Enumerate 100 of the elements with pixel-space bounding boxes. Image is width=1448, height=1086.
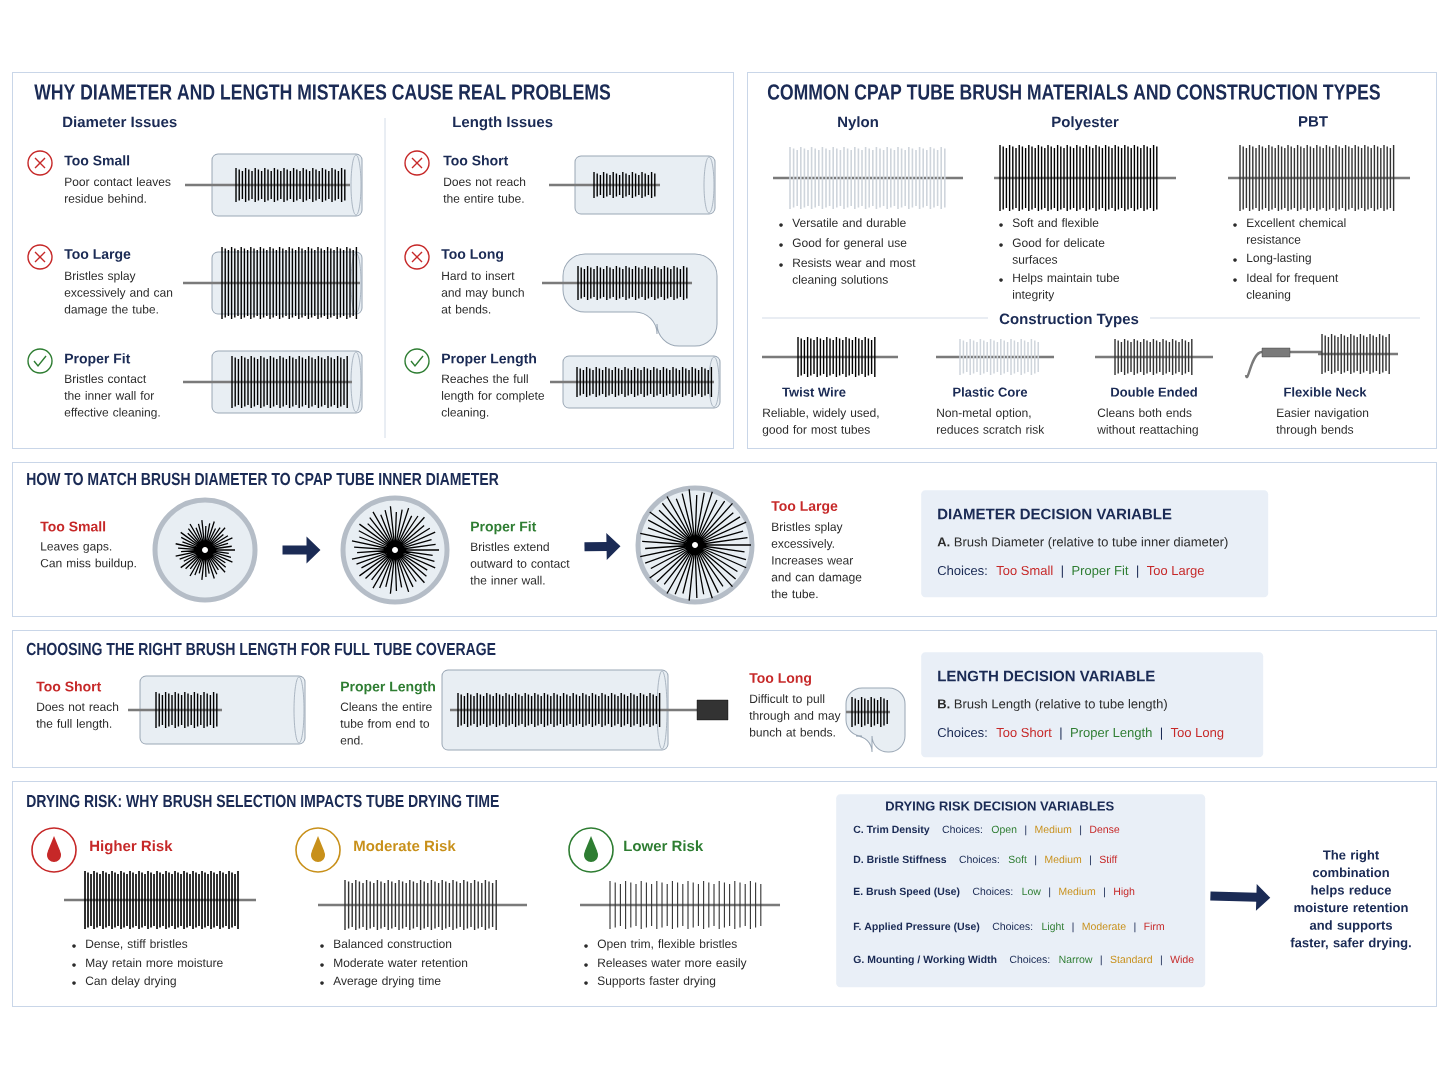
description-text: Does not reach the entire tube. <box>443 177 526 203</box>
description-text: Easier navigation through bends <box>1276 408 1369 437</box>
separator: | <box>1049 887 1051 898</box>
choices-label: Choices: <box>959 855 999 864</box>
description-text: Difficult to pull through and may bunch at bends. <box>749 694 841 737</box>
item-title: Proper Length <box>442 353 536 367</box>
bullet-item: Can delay drying <box>72 976 176 988</box>
bullet-item: Versatile and durable <box>779 218 906 227</box>
variable-text: B. Brush Length (relative to tube length) <box>938 698 1167 712</box>
separator: | <box>1100 955 1102 966</box>
summary-text: The right combination helps reduce moisture retention and supports faster, safer drying. <box>1290 850 1411 950</box>
panel-title: CHOOSING THE RIGHT BRUSH LENGTH FOR FULL TUBE COVERAGE <box>26 642 496 656</box>
choices-label: Choices: <box>942 825 982 834</box>
choice-option: Dense <box>1090 825 1120 834</box>
description-text: Poor contact leaves residue behind. <box>65 177 171 203</box>
description-text: Hard to insert and may bunch at bends. <box>441 271 524 314</box>
bullet-item: Excellent chemical resistance <box>1233 218 1346 244</box>
choice-option: High <box>1114 887 1135 898</box>
risk-heading: Lower Risk <box>624 840 704 852</box>
separator: | <box>1160 955 1162 966</box>
caption-text: Bristles splay excessively. Increases wear and can damage the tube. <box>771 522 862 599</box>
description-text: Reliable, widely used, good for most tubes <box>762 408 879 437</box>
column-heading: Length Issues <box>453 116 553 131</box>
risk-heading: Higher Risk <box>90 840 173 855</box>
choice-option: Firm <box>1144 922 1164 930</box>
description-text: Reaches the full length for complete cleaning. <box>441 374 545 419</box>
choice-option: Too Short <box>996 727 1052 738</box>
choices-label: Choices: <box>992 922 1033 931</box>
choices-label: Choices: <box>937 565 987 576</box>
bullet-item: Open trim, flexible bristles <box>584 939 737 951</box>
panel-title: COMMON CPAP TUBE BRUSH MATERIALS AND CONSTRUCTION TYPES <box>767 84 1380 100</box>
choice-option: Light <box>1042 922 1065 933</box>
separator: | <box>1137 565 1139 578</box>
choice-option: Wide <box>1170 955 1194 964</box>
box-heading: LENGTH DECISION VARIABLE <box>938 670 1155 682</box>
item-title: Too Long <box>749 673 811 686</box>
choice-option: Stiff <box>1099 855 1118 864</box>
separator: | <box>1160 727 1162 740</box>
bullet-item: Moderate water retention <box>320 958 468 967</box>
bullet-item: Good for delicate surfaces <box>999 238 1105 264</box>
variable-name: C. Trim Density <box>853 825 930 836</box>
variable-text: A. Brush Diameter (relative to tube inner diameter) <box>937 536 1228 550</box>
choice-option: Medium <box>1035 825 1072 834</box>
panel <box>12 462 1437 617</box>
variable-name: D. Bristle Stiffness <box>853 855 947 864</box>
bullet-item: Balanced construction <box>320 939 452 948</box>
panel-title: WHY DIAMETER AND LENGTH MISTAKES CAUSE REAL PROBLEMS <box>34 84 611 100</box>
choice-option: Proper Length <box>1071 727 1152 740</box>
risk-heading: Moderate Risk <box>354 840 456 852</box>
column-heading: Polyester <box>1052 116 1119 131</box>
item-title: Too Long <box>441 249 503 262</box>
column-heading: PBT <box>1299 116 1328 127</box>
panel <box>12 781 1437 1007</box>
box-heading: DRYING RISK DECISION VARIABLES <box>886 801 1114 811</box>
bullet-item: Average drying time <box>320 976 441 988</box>
separator: | <box>1035 855 1037 866</box>
panel <box>747 72 1437 449</box>
choice-option: Standard <box>1110 955 1152 964</box>
choices-label: Choices: <box>972 887 1013 896</box>
bullet-item: Soft and flexible <box>999 218 1099 227</box>
choice-option: Medium <box>1045 855 1082 864</box>
separator: | <box>1072 922 1074 933</box>
bullet-item: Good for general use <box>779 238 907 250</box>
panel <box>12 72 734 449</box>
bullet-item: Long-lasting <box>1233 253 1311 265</box>
bullet-item: Releases water more easily <box>584 958 747 970</box>
item-title: Double Ended <box>1111 387 1197 397</box>
caption-title: Too Small <box>40 521 106 532</box>
separator: | <box>1025 825 1027 836</box>
separator: | <box>1061 565 1063 578</box>
choice-option: Medium <box>1059 887 1096 896</box>
bullet-item: Resists wear and most cleaning solutions <box>779 258 916 287</box>
box-heading: DIAMETER DECISION VARIABLE <box>938 508 1172 520</box>
bullet-item: Helps maintain tube integrity <box>999 273 1120 302</box>
item-title: Too Large <box>64 249 131 262</box>
caption-title: Proper Fit <box>471 521 537 535</box>
bullet-item: Dense, stiff bristles <box>72 939 188 950</box>
panel-title: DRYING RISK: WHY BRUSH SELECTION IMPACTS TUBE DRYING TIME <box>27 794 499 808</box>
item-title: Too Small <box>64 155 130 166</box>
caption-text: Leaves gaps. Can miss buildup. <box>40 542 136 570</box>
bullet-item: Ideal for frequent cleaning <box>1233 273 1339 302</box>
choice-option: Moderate <box>1082 922 1126 931</box>
item-title: Proper Length <box>341 681 435 695</box>
separator: | <box>1104 887 1105 898</box>
choices-label: Choices: <box>1009 955 1050 964</box>
panel <box>12 630 1437 768</box>
description-text: Cleans the entire tube from end to end. <box>340 702 432 745</box>
separator: | <box>1134 922 1136 933</box>
choice-option: Too Long <box>1170 728 1224 740</box>
column-heading: Diameter Issues <box>63 116 177 128</box>
item-title: Plastic Core <box>953 387 1028 397</box>
item-title: Too Short <box>36 681 102 692</box>
separator: | <box>1060 727 1062 740</box>
description-text: Bristles contact the inner wall for effective cleaning. <box>64 374 160 419</box>
choice-option: Too Large <box>1147 566 1204 578</box>
item-title: Too Short <box>443 155 509 166</box>
description-text: Non-metal option, reduces scratch risk <box>937 408 1045 434</box>
variable-name: G. Mounting / Working Width <box>853 955 997 966</box>
item-title: Flexible Neck <box>1284 387 1367 397</box>
column-heading: Nylon <box>838 116 878 131</box>
